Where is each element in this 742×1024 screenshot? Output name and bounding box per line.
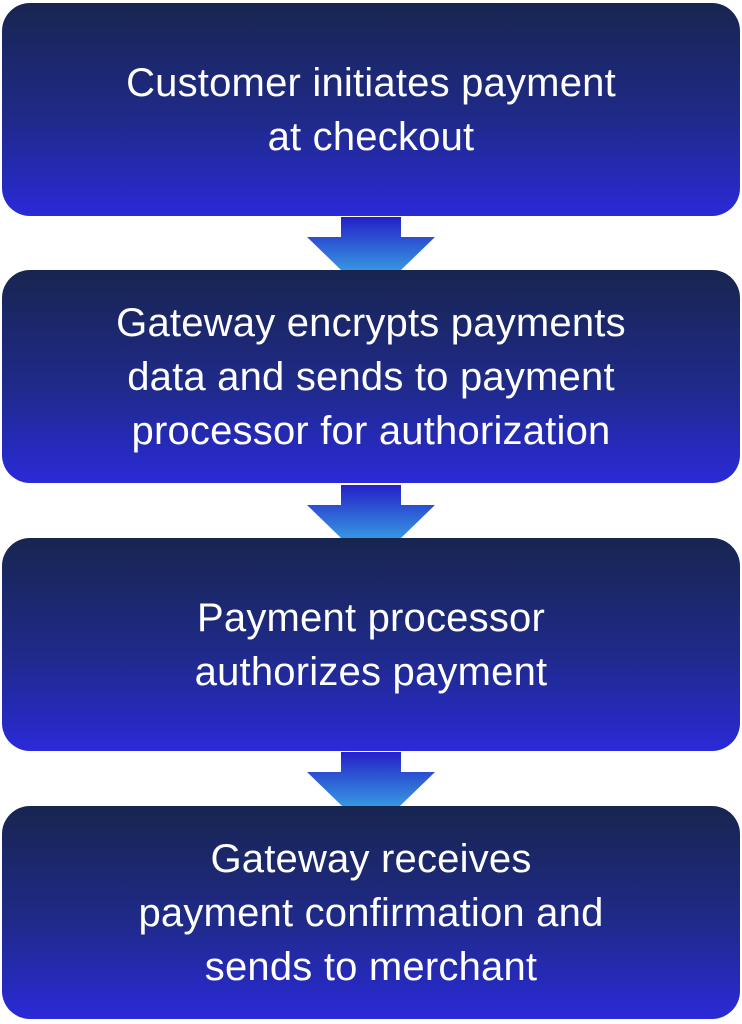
step-gateway-receives-confirmation: Gateway receives payment confirmation an… (2, 806, 740, 1019)
step-processor-authorizes: Payment processor authorizes payment (2, 538, 740, 751)
step-1-text: Customer initiates payment at checkout (126, 60, 616, 159)
step-customer-initiates-payment: Customer initiates payment at checkout (2, 3, 740, 216)
down-arrow-icon (307, 217, 435, 299)
down-arrow-icon (307, 485, 435, 567)
step-2-text: Gateway encrypts payments data and sends… (116, 300, 626, 453)
down-arrow-icon (307, 752, 435, 834)
step-gateway-encrypts-data: Gateway encrypts payments data and sends… (2, 270, 740, 483)
step-4-text: Gateway receives payment confirmation an… (138, 836, 604, 989)
step-3-text: Payment processor authorizes payment (194, 595, 548, 694)
